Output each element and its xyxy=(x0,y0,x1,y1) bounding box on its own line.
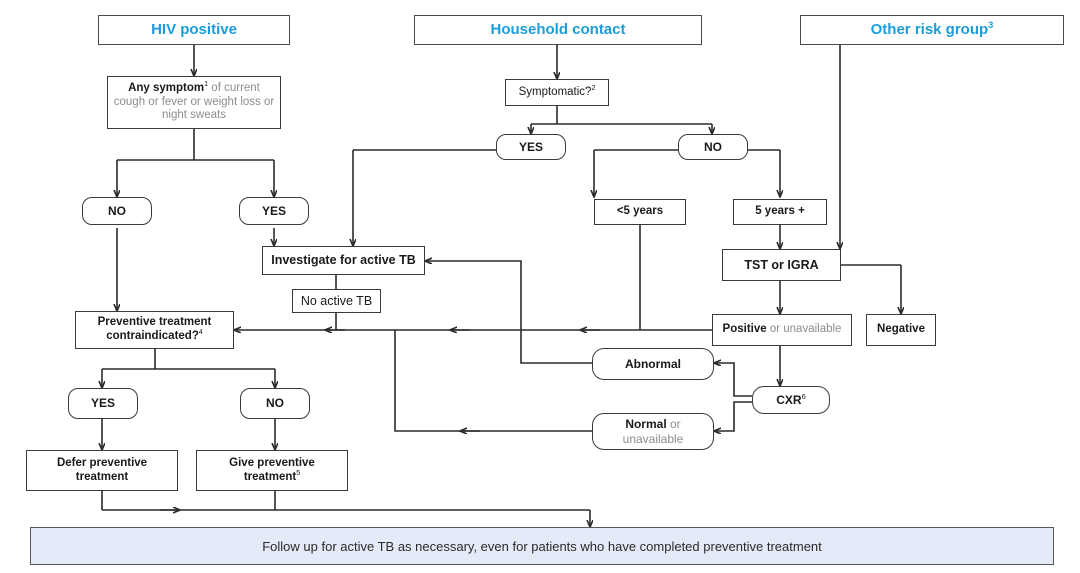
node-household-yes: YES xyxy=(496,134,566,160)
header-other-risk-group-label: Other risk group xyxy=(870,21,989,39)
node-contraindicated-yes: YES xyxy=(68,388,138,419)
node-contraindicated-no-label: NO xyxy=(266,396,284,411)
footnote-marker-2: 2 xyxy=(591,83,596,92)
followup-banner: Follow up for active TB as necessary, ev… xyxy=(30,527,1054,565)
node-cxr-label: CXR xyxy=(776,392,802,407)
node-any-symptom: Any symptom1 of current cough or fever o… xyxy=(107,76,281,129)
node-hiv-no-label: NO xyxy=(108,203,126,218)
footnote-marker-1: 1 xyxy=(204,80,209,89)
node-defer-preventive-treatment: Defer preventive treatment xyxy=(26,450,178,491)
node-give-preventive-treatment: Give preventive treatment5 xyxy=(196,450,348,491)
header-household-contact-label: Household contact xyxy=(490,21,626,39)
node-under-5-years-label: <5 years xyxy=(616,205,664,218)
node-preventive-contraindicated: Preventive treatment contraindicated?4 xyxy=(75,311,234,349)
node-household-yes-label: YES xyxy=(518,139,543,154)
node-investigate-active-tb-label: Investigate for active TB xyxy=(271,253,416,268)
header-hiv-positive-label: HIV positive xyxy=(151,21,237,39)
footnote-marker-6: 6 xyxy=(801,391,806,401)
node-contraindicated-yes-label: YES xyxy=(90,396,115,411)
header-hiv-positive: HIV positive xyxy=(98,15,290,45)
node-abnormal-label: Abnormal xyxy=(624,356,681,371)
node-give-preventive-treatment-label: Give preventive treatment xyxy=(229,456,315,483)
node-investigate-active-tb: Investigate for active TB xyxy=(262,246,425,275)
node-negative: Negative xyxy=(866,314,936,346)
node-abnormal: Abnormal xyxy=(592,348,714,380)
node-hiv-yes-label: YES xyxy=(261,203,286,218)
followup-banner-label: Follow up for active TB as necessary, ev… xyxy=(262,538,822,554)
footnote-marker-3: 3 xyxy=(988,20,994,31)
node-tst-or-igra: TST or IGRA xyxy=(722,249,841,281)
node-negative-label: Negative xyxy=(877,323,925,336)
node-no-active-tb: No active TB xyxy=(292,289,381,313)
node-hiv-no: NO xyxy=(82,197,152,225)
node-symptomatic: Symptomatic?2 xyxy=(505,79,609,106)
node-positive-rest: or unavailable xyxy=(766,323,842,336)
node-household-no: NO xyxy=(678,134,748,160)
footnote-marker-5: 5 xyxy=(296,468,301,477)
node-5-years-plus-label: 5 years + xyxy=(755,205,805,218)
node-hiv-yes: YES xyxy=(239,197,309,225)
node-contraindicated-no: NO xyxy=(240,388,310,419)
node-normal-bold: Normal xyxy=(625,417,667,432)
node-5-years-plus: 5 years + xyxy=(733,199,827,225)
header-household-contact: Household contact xyxy=(414,15,702,45)
node-preventive-contraindicated-label: Preventive treatment contraindicated? xyxy=(97,316,212,342)
node-no-active-tb-label: No active TB xyxy=(300,293,373,308)
node-normal-rest: or unavailable xyxy=(622,417,684,446)
node-tst-or-igra-label: TST or IGRA xyxy=(744,257,819,272)
node-positive-bold: Positive xyxy=(722,323,767,336)
node-household-no-label: NO xyxy=(704,139,722,154)
node-normal-or-unavailable: Normal or unavailable xyxy=(592,413,714,450)
header-other-risk-group: Other risk group3 xyxy=(800,15,1064,45)
node-under-5-years: <5 years xyxy=(594,199,686,225)
node-positive-or-unavailable: Positive or unavailable xyxy=(712,314,852,346)
footnote-marker-4: 4 xyxy=(198,328,203,337)
node-defer-preventive-treatment-label: Defer preventive treatment xyxy=(56,456,148,483)
node-symptomatic-label: Symptomatic? xyxy=(518,85,592,98)
node-cxr: CXR6 xyxy=(752,386,830,414)
node-any-symptom-rest: of current cough or fever or weight loss… xyxy=(113,82,275,122)
node-any-symptom-bold: Any symptom xyxy=(128,82,205,95)
